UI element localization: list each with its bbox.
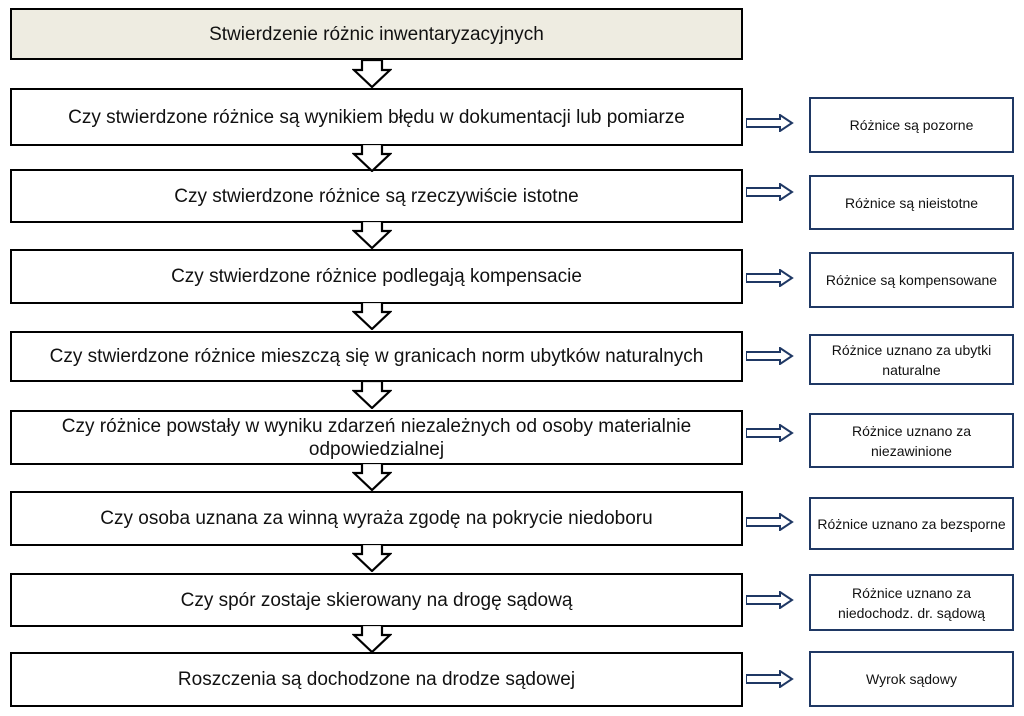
step-label-9: Roszczenia są dochodzone na drodze sądow…	[177, 669, 576, 690]
outcome-label-6: Różnice uznano za bezsporne	[817, 515, 1006, 532]
step-label-3: Czy stwierdzone różnice są rzeczywiście …	[174, 185, 579, 207]
right-arrow-icon	[746, 670, 794, 688]
down-arrow-icon	[352, 625, 392, 653]
outcome-label-8: Wyrok sądowy	[866, 671, 957, 687]
outcome-box-6: Różnice uznano za bezsporne	[809, 497, 1014, 550]
down-arrow-icon	[352, 221, 392, 249]
step-box-7: Czy osoba uznana za winną wyraża zgodę n…	[10, 491, 743, 546]
outcome-label-2: Różnice są nieistotne	[844, 194, 979, 211]
outcome-label-4: Różnice uznano za ubytki naturalne	[831, 341, 992, 378]
right-arrow-icon	[746, 269, 794, 287]
outcome-label-3: Różnice są kompensowane	[825, 272, 998, 288]
outcome-label-1: Różnice są pozorne	[849, 117, 974, 133]
outcome-label-7: Różnice uznano za niedochodz. dr. sądową	[837, 584, 986, 621]
step-box-3: Czy stwierdzone różnice są rzeczywiście …	[10, 169, 743, 223]
step-box-4: Czy stwierdzone różnice podlegają kompen…	[10, 249, 743, 304]
outcome-box-2: Różnice są nieistotne	[809, 175, 1014, 230]
down-arrow-icon	[352, 381, 392, 409]
outcome-box-4: Różnice uznano za ubytki naturalne	[809, 334, 1014, 385]
down-arrow-icon	[352, 463, 392, 491]
right-arrow-icon	[746, 183, 794, 201]
step-label-1: Stwierdzenie różnic inwentaryzacyjnych	[209, 23, 544, 45]
down-arrow-icon	[352, 144, 392, 172]
right-arrow-icon	[746, 591, 794, 609]
step-label-5: Czy stwierdzone różnice mieszczą się w g…	[49, 346, 704, 367]
outcome-label-5: Różnice uznano za niezawinione	[851, 422, 972, 459]
outcome-box-5: Różnice uznano za niezawinione	[809, 413, 1014, 468]
step-box-5: Czy stwierdzone różnice mieszczą się w g…	[10, 331, 743, 382]
down-arrow-icon	[352, 60, 392, 88]
outcome-box-3: Różnice są kompensowane	[809, 252, 1014, 308]
right-arrow-icon	[746, 424, 794, 442]
step-box-9: Roszczenia są dochodzone na drodze sądow…	[10, 652, 743, 707]
step-box-8: Czy spór zostaje skierowany na drogę sąd…	[10, 573, 743, 627]
right-arrow-icon	[746, 513, 794, 531]
step-label-8: Czy spór zostaje skierowany na drogę sąd…	[180, 589, 573, 611]
outcome-box-8: Wyrok sądowy	[809, 651, 1014, 707]
step-label-7: Czy osoba uznana za winną wyraża zgodę n…	[100, 508, 653, 529]
down-arrow-icon	[352, 544, 392, 572]
right-arrow-icon	[746, 347, 794, 365]
step-box-1: Stwierdzenie różnic inwentaryzacyjnych	[10, 8, 743, 60]
step-box-6: Czy różnice powstały w wyniku zdarzeń ni…	[10, 410, 743, 465]
right-arrow-icon	[746, 114, 794, 132]
step-label-6: Czy różnice powstały w wyniku zdarzeń ni…	[61, 415, 692, 460]
step-box-2: Czy stwierdzone różnice są wynikiem błęd…	[10, 88, 743, 146]
outcome-box-7: Różnice uznano za niedochodz. dr. sądową	[809, 574, 1014, 631]
step-label-4: Czy stwierdzone różnice podlegają kompen…	[171, 266, 582, 287]
outcome-box-1: Różnice są pozorne	[809, 97, 1014, 153]
down-arrow-icon	[352, 302, 392, 330]
step-label-2: Czy stwierdzone różnice są wynikiem błęd…	[68, 106, 685, 128]
